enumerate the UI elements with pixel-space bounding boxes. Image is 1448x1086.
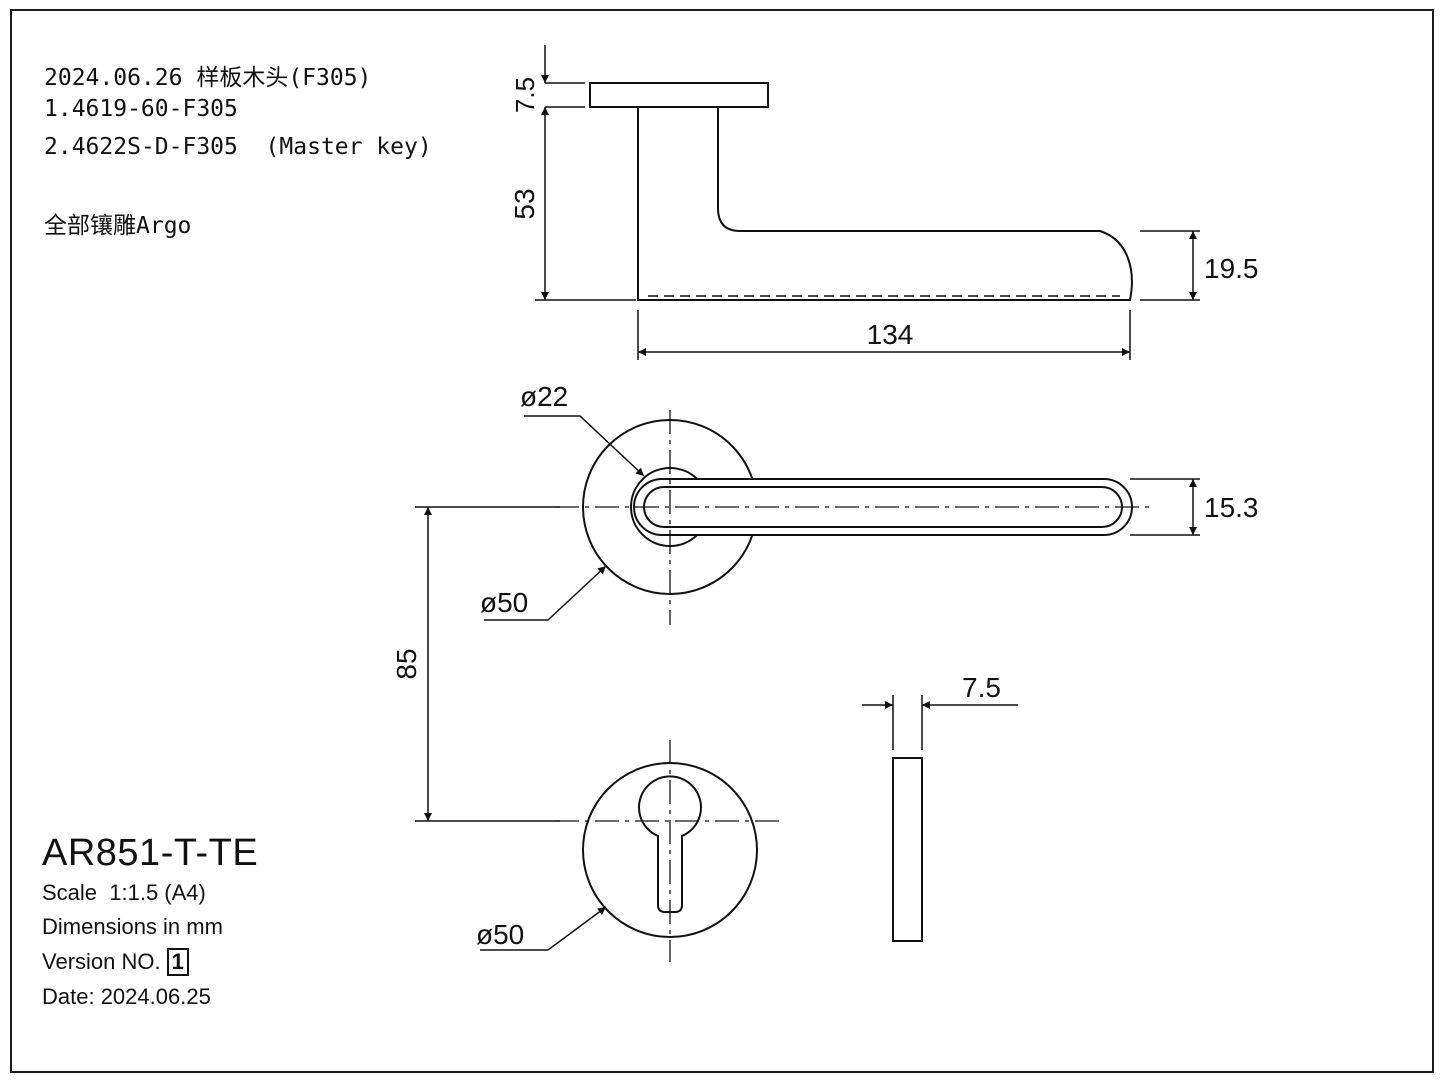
leader-spindle <box>524 415 645 477</box>
version-row: Version NO.1 <box>42 948 189 976</box>
dim-spindle-diameter: ø22 <box>520 381 568 412</box>
lever-top-inner <box>643 486 1123 528</box>
escutcheon-view <box>582 757 923 942</box>
dim-rose-diameter: ø50 <box>480 587 528 618</box>
units-text: Dimensions in mm <box>42 914 223 939</box>
keyhole-outline <box>638 775 702 913</box>
version-label: Version NO. <box>42 949 161 974</box>
rose-plate-side <box>589 82 769 108</box>
dim-escutcheon-diameter: ø50 <box>476 919 524 950</box>
note-line-engraving: 全部镶雕Argo <box>44 213 192 239</box>
side-view <box>589 82 1133 301</box>
scale-text: Scale 1:1.5 (A4) <box>42 880 206 905</box>
dim-lever-length: 134 <box>867 319 914 350</box>
leader-rose <box>484 565 607 621</box>
model-number: AR851-T-TE <box>42 832 259 874</box>
date-text: Date: 2024.06.25 <box>42 984 211 1009</box>
lever-side-outline <box>637 107 1133 301</box>
note-line-part-2: 2.4622S-D-F305 (Master key) <box>44 134 432 160</box>
dim-lever-height: 53 <box>509 188 540 219</box>
drawing-border <box>10 9 1434 1073</box>
escutcheon-side-plate <box>892 757 923 942</box>
note-line-part-1: 1.4619-60-F305 <box>44 96 238 122</box>
dim-center-distance: 85 <box>391 648 422 679</box>
dim-lever-end-height: 19.5 <box>1204 253 1259 284</box>
dim-escutcheon-thickness: 7.5 <box>962 672 1001 703</box>
dim-lever-width: 15.3 <box>1204 492 1259 523</box>
leader-escutcheon <box>480 906 607 951</box>
dim-rose-thickness: 7.5 <box>510 77 540 113</box>
note-line-date: 2024.06.26 样板木头(F305) <box>44 65 372 91</box>
version-number-box: 1 <box>166 948 189 976</box>
